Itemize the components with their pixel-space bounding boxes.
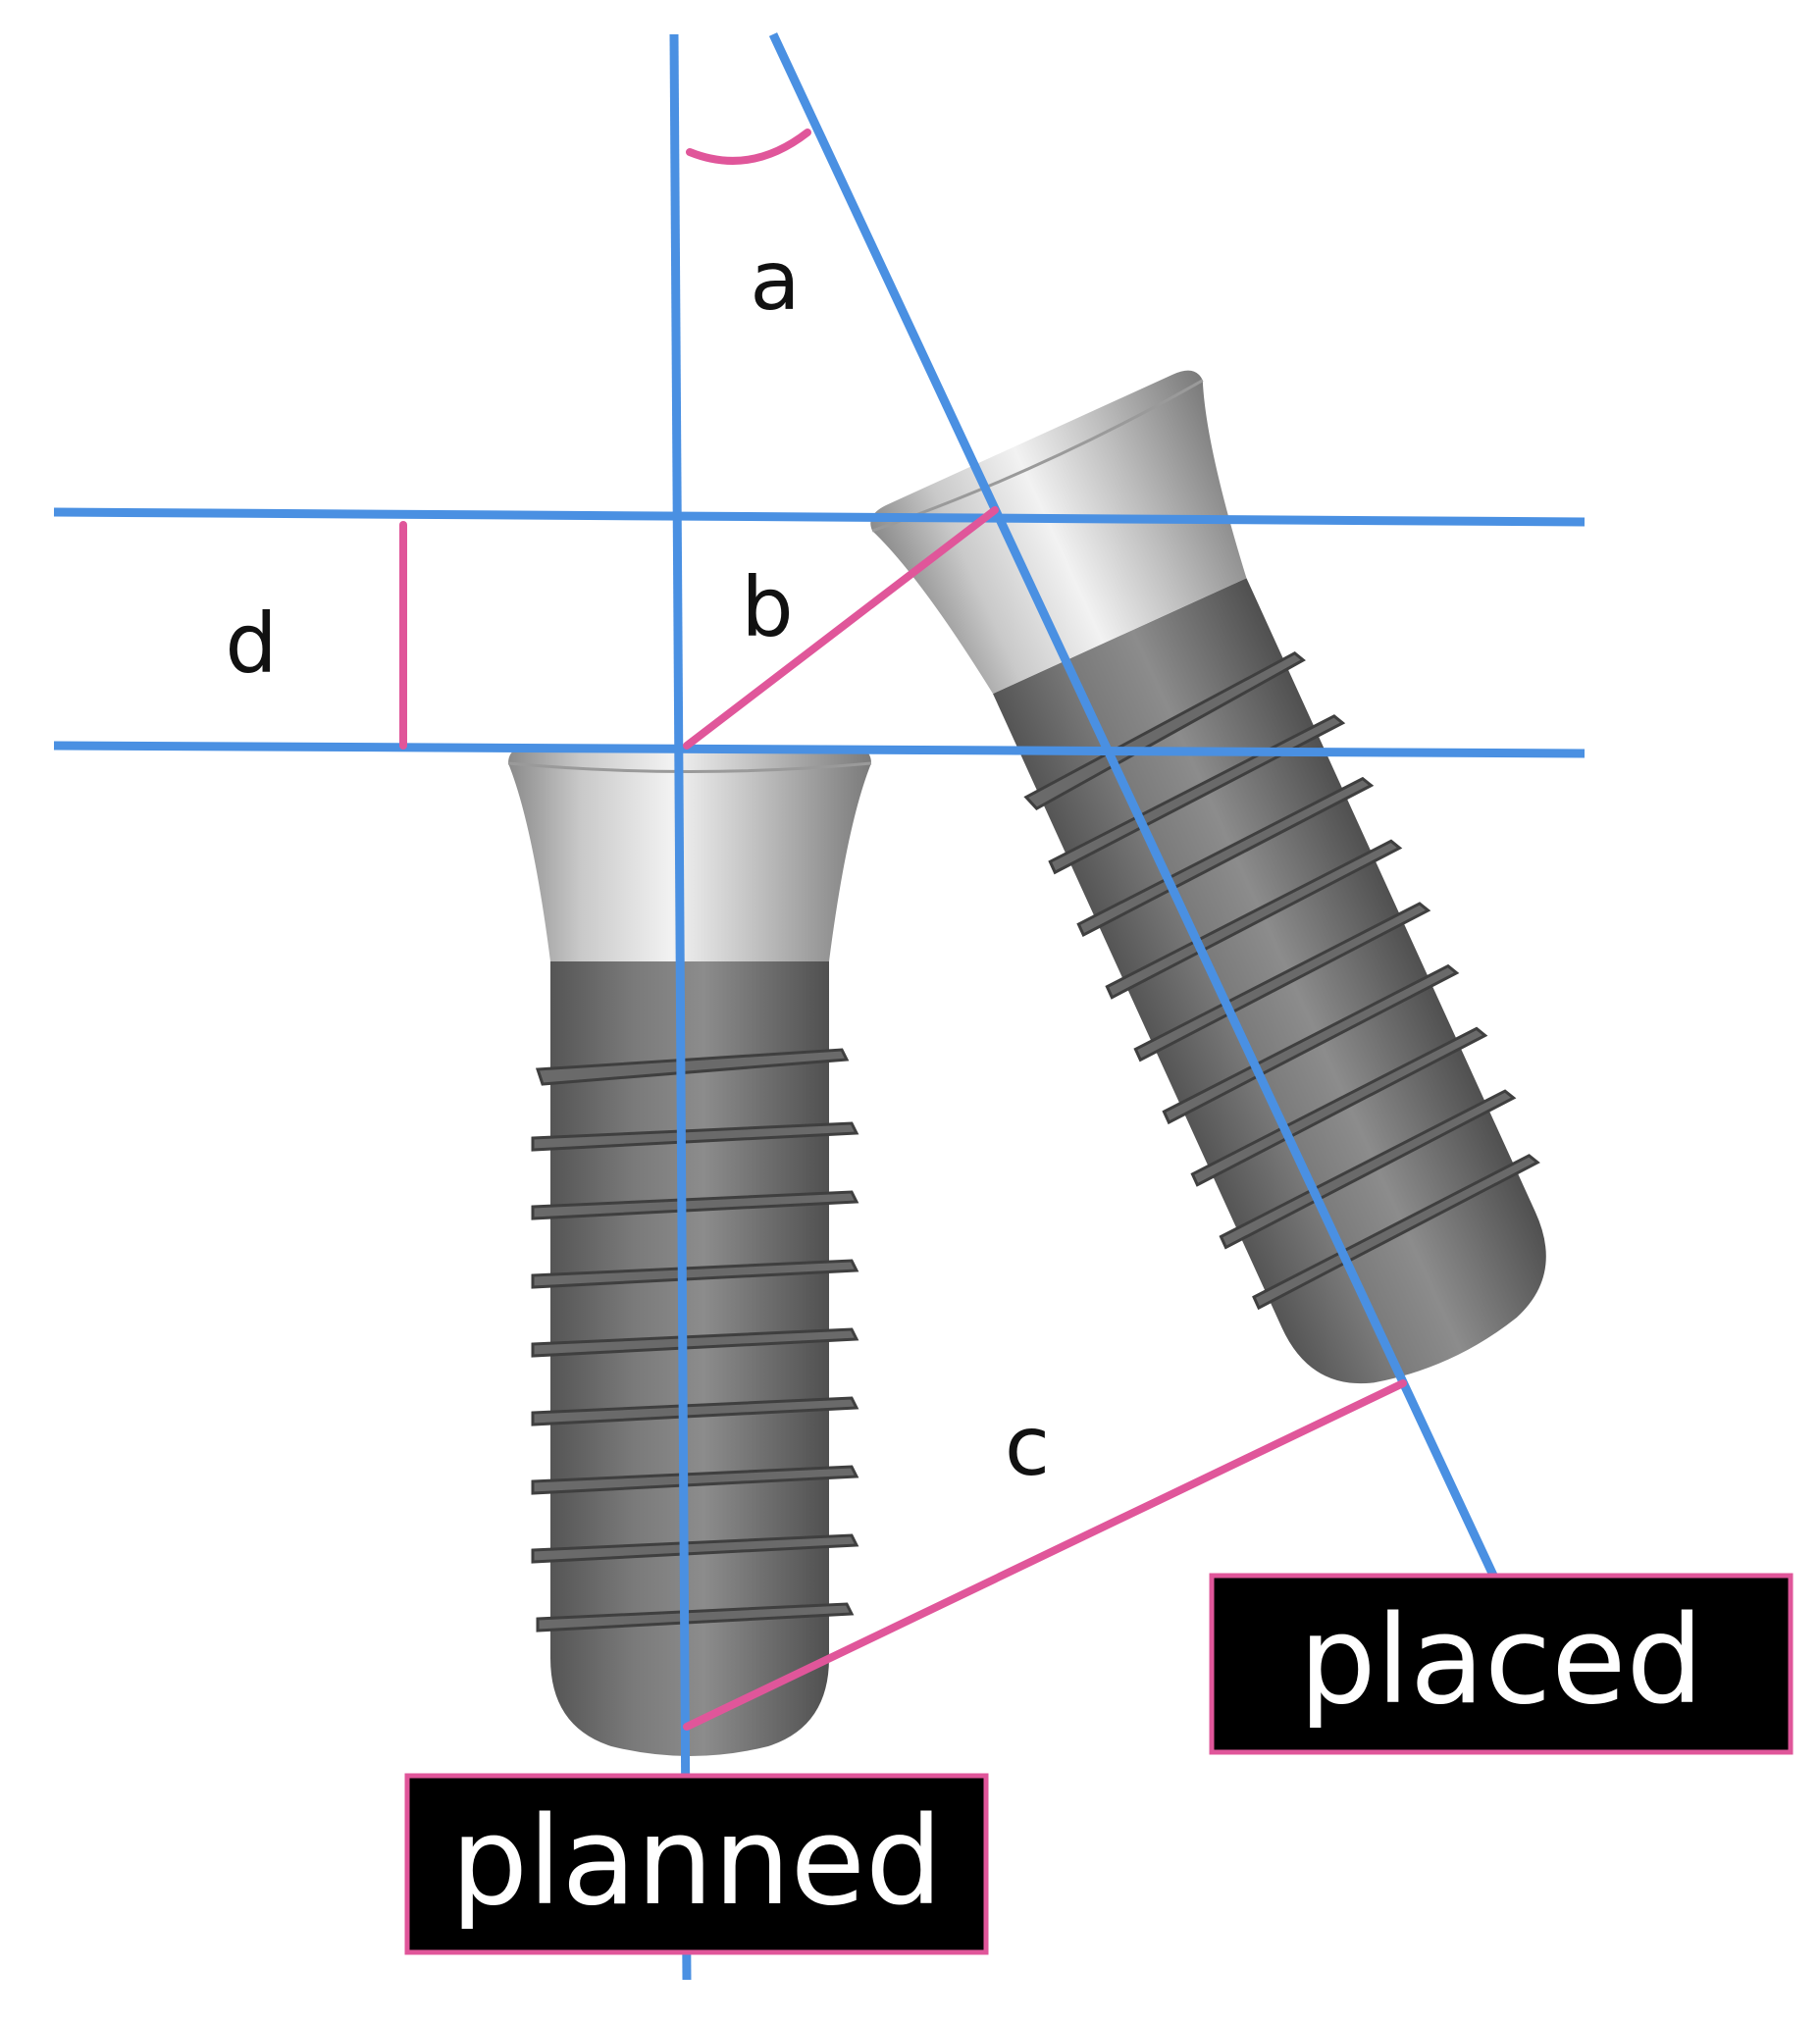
coronal-deviation-line bbox=[683, 1379, 1407, 1731]
angle-label: a bbox=[750, 233, 800, 329]
apical-label: b bbox=[741, 559, 793, 655]
placed-tag: placed bbox=[1209, 1573, 1794, 1755]
placed-tag-box bbox=[1209, 1573, 1794, 1755]
apical-deviation-line bbox=[683, 506, 999, 750]
planned-axis-line bbox=[669, 33, 692, 1981]
upper-horizontal-line bbox=[53, 507, 1586, 527]
placed-axis-line bbox=[768, 32, 1500, 1581]
angle-arc bbox=[686, 129, 811, 165]
planned-tag-text: planned bbox=[450, 1791, 942, 1933]
lower-horizontal-line bbox=[53, 741, 1586, 758]
coronal-label: c bbox=[1005, 1398, 1050, 1494]
placed-tag-text: placed bbox=[1299, 1590, 1703, 1732]
depth-label: d bbox=[225, 596, 277, 692]
planned-tag-box bbox=[404, 1773, 989, 1955]
planned-implant bbox=[506, 744, 873, 1758]
planned-tag: planned bbox=[404, 1773, 989, 1955]
